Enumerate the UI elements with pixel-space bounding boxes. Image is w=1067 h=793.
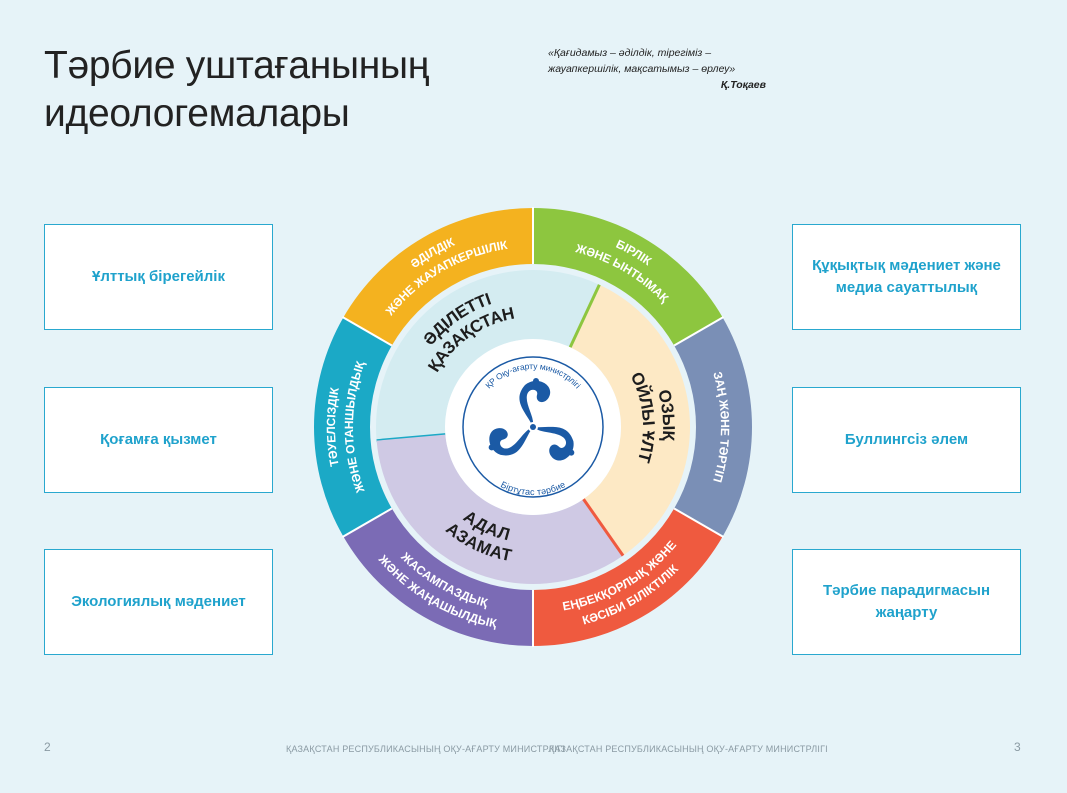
page-title-line1: Тәрбие уштағанының <box>44 44 429 87</box>
inner-sector-honest-citizen <box>376 434 624 584</box>
quote: «Қағидамыз – әділдік, тірегіміз – жауапк… <box>548 45 778 93</box>
footer-left-text: ҚАЗАҚСТАН РЕСПУБЛИКАСЫНЫҢ ОҚУ-АҒАРТУ МИН… <box>286 744 565 754</box>
right-box-3: Тәрбие парадигмасын жаңарту <box>792 549 1021 655</box>
ornament-icon <box>488 378 575 461</box>
inner-sector-edge <box>582 498 625 557</box>
outer-segment-seg-work <box>533 508 723 646</box>
page-title: Тәрбие уштағанының идеологемалары <box>44 42 429 138</box>
outer-separator <box>673 507 725 538</box>
outer-segment-seg-creativity <box>343 508 533 646</box>
page-title-line2: идеологемалары <box>44 92 350 135</box>
outer-segment-seg-law <box>674 317 752 537</box>
footer-right-text: ҚАЗАҚСТАН РЕСПУБЛИКАСЫНЫҢ ОҚУ-АҒАРТУ МИН… <box>549 744 828 754</box>
left-box-2: Қоғамға қызмет <box>44 387 273 493</box>
inner-ring <box>376 270 691 584</box>
outer-segment-seg-unity <box>533 208 723 346</box>
outer-segment-seg-justice <box>343 208 533 346</box>
inner-sector-progressive-nation <box>570 284 691 556</box>
right-box-1: Құқықтық мәдениет және медиа сауаттылық <box>792 224 1021 330</box>
page-number-left: 2 <box>44 740 51 754</box>
outer-segment-seg-independence <box>313 317 392 537</box>
inner-sector-label: ОЗЫҚ <box>654 388 678 442</box>
logo-ring <box>462 356 604 498</box>
page-number-right: 3 <box>1014 740 1021 754</box>
inner-sector-edge <box>568 284 601 348</box>
left-box-1: Ұлттық бірегейлік <box>44 224 273 330</box>
quote-author: Қ.Тоқаев <box>720 79 766 91</box>
outer-separator <box>341 507 393 538</box>
outer-ring <box>313 207 752 647</box>
outer-separator <box>341 316 393 347</box>
quote-line1: «Қағидамыз – әділдік, тірегіміз – <box>548 47 712 59</box>
quote-line2: жауапкершілік, мақсатымыз – өрлеу» <box>548 63 736 75</box>
inner-sector-fair-kazakhstan <box>376 270 600 441</box>
left-box-3: Экологиялық мәдениет <box>44 549 273 655</box>
right-box-2: Буллингсіз әлем <box>792 387 1021 493</box>
outer-separator <box>673 316 725 347</box>
outer-segment-label: ТӘУЕЛСІЗДІК <box>324 386 342 468</box>
